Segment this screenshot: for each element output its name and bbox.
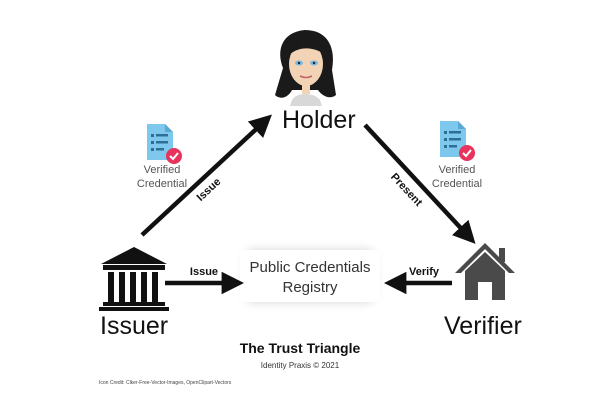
credential-label-line2: Credential — [431, 178, 483, 190]
holder-label: Holder — [282, 106, 356, 134]
woman-avatar-icon — [275, 30, 336, 106]
public-credentials-registry: Public Credentials Registry — [240, 250, 380, 302]
verifier-label: Verifier — [444, 312, 522, 340]
verified-credential-label-left: Verified Credential — [127, 163, 197, 191]
verified-document-icon — [147, 124, 182, 164]
issue-registry-label: Issue — [190, 266, 218, 278]
house-icon — [455, 243, 515, 300]
diagram-subtitle: Identity Praxis © 2021 — [260, 361, 340, 370]
credential-label-line1: Verified — [438, 164, 476, 176]
issuer-label: Issuer — [100, 312, 169, 340]
present-edge-label: Present — [388, 171, 425, 209]
verified-document-icon — [440, 121, 475, 161]
credential-label-line2: Credential — [136, 178, 188, 190]
registry-label-line1: Public Credentials — [249, 259, 371, 276]
present-to-verifier-arrow — [363, 123, 476, 244]
icon-credit: Icon Credit: Clker-Free-Vector-Images, O… — [99, 380, 232, 386]
bank-building-icon — [99, 247, 169, 311]
verify-edge-label: Verify — [409, 266, 440, 278]
verified-credential-label-right: Verified Credential — [422, 163, 492, 191]
credential-label-line1: Verified — [143, 164, 181, 176]
issue-to-holder-arrow — [140, 114, 272, 237]
registry-label-line2: Registry — [282, 279, 338, 296]
diagram-title: The Trust Triangle — [239, 340, 361, 356]
